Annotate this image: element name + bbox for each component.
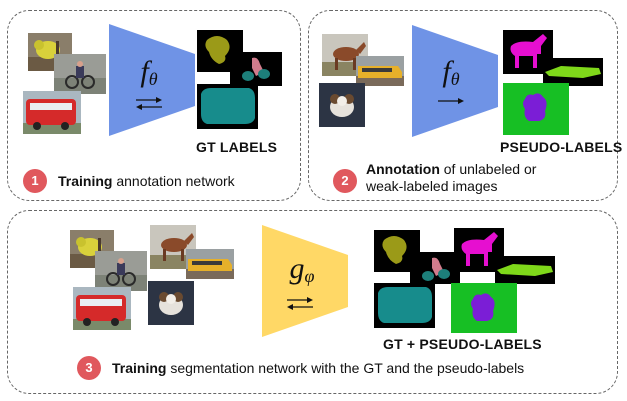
dog-pseudo-label-mask (503, 83, 569, 135)
bus-label-mask (197, 84, 258, 129)
bus-label-mask-3 (374, 283, 435, 328)
bike-rider-photo-3 (95, 251, 147, 291)
bidirectional-arrow-icon-3 (286, 296, 314, 310)
function-g-phi-label: gφ (289, 252, 315, 286)
train-photo-3 (186, 249, 234, 279)
annotation-network-shape (109, 24, 195, 136)
bus-photo-3 (73, 287, 131, 330)
train-pseudo-label-mask (543, 58, 603, 86)
forward-arrow-icon (437, 96, 465, 106)
step-3-description: Training segmentation network with the G… (112, 360, 525, 376)
bidirectional-arrow-icon (135, 96, 163, 110)
bird-label-mask-3 (374, 230, 420, 272)
function-f-theta-label-2: fθ (442, 55, 460, 89)
bike-rider-photo (54, 54, 106, 94)
panel-training-annotation (7, 10, 301, 201)
panel-training-segmentation (7, 210, 618, 394)
train-pseudo-label-mask-3 (495, 256, 555, 284)
bus-photo (23, 91, 81, 134)
dog-photo (319, 83, 365, 127)
train-photo (356, 56, 404, 86)
panel-annotation-unlabeled (308, 10, 618, 201)
bike-rider-label-mask (230, 52, 282, 86)
step-1-description: Training annotation network (58, 173, 235, 189)
annotation-network-shape-2 (412, 25, 498, 137)
pseudo-labels-caption: PSEUDO-LABELS (500, 139, 623, 155)
bike-rider-label-mask-3 (410, 252, 460, 284)
horse-photo-3 (150, 225, 196, 269)
horse-pseudo-label-mask-3 (454, 228, 504, 272)
step-1-badge: 1 (23, 169, 47, 193)
step-2-badge: 2 (333, 169, 357, 193)
step-3-badge: 3 (77, 356, 101, 380)
gt-labels-caption: GT LABELS (196, 139, 278, 155)
segmentation-network-shape (262, 225, 348, 337)
function-f-theta-label: fθ (140, 55, 158, 89)
dog-pseudo-label-mask-3 (451, 283, 517, 333)
dog-photo-3 (148, 281, 194, 325)
step-2-description: Annotation of unlabeled or weak-labeled … (366, 161, 537, 194)
gt-plus-pseudo-labels-caption: GT + PSEUDO-LABELS (383, 336, 542, 352)
